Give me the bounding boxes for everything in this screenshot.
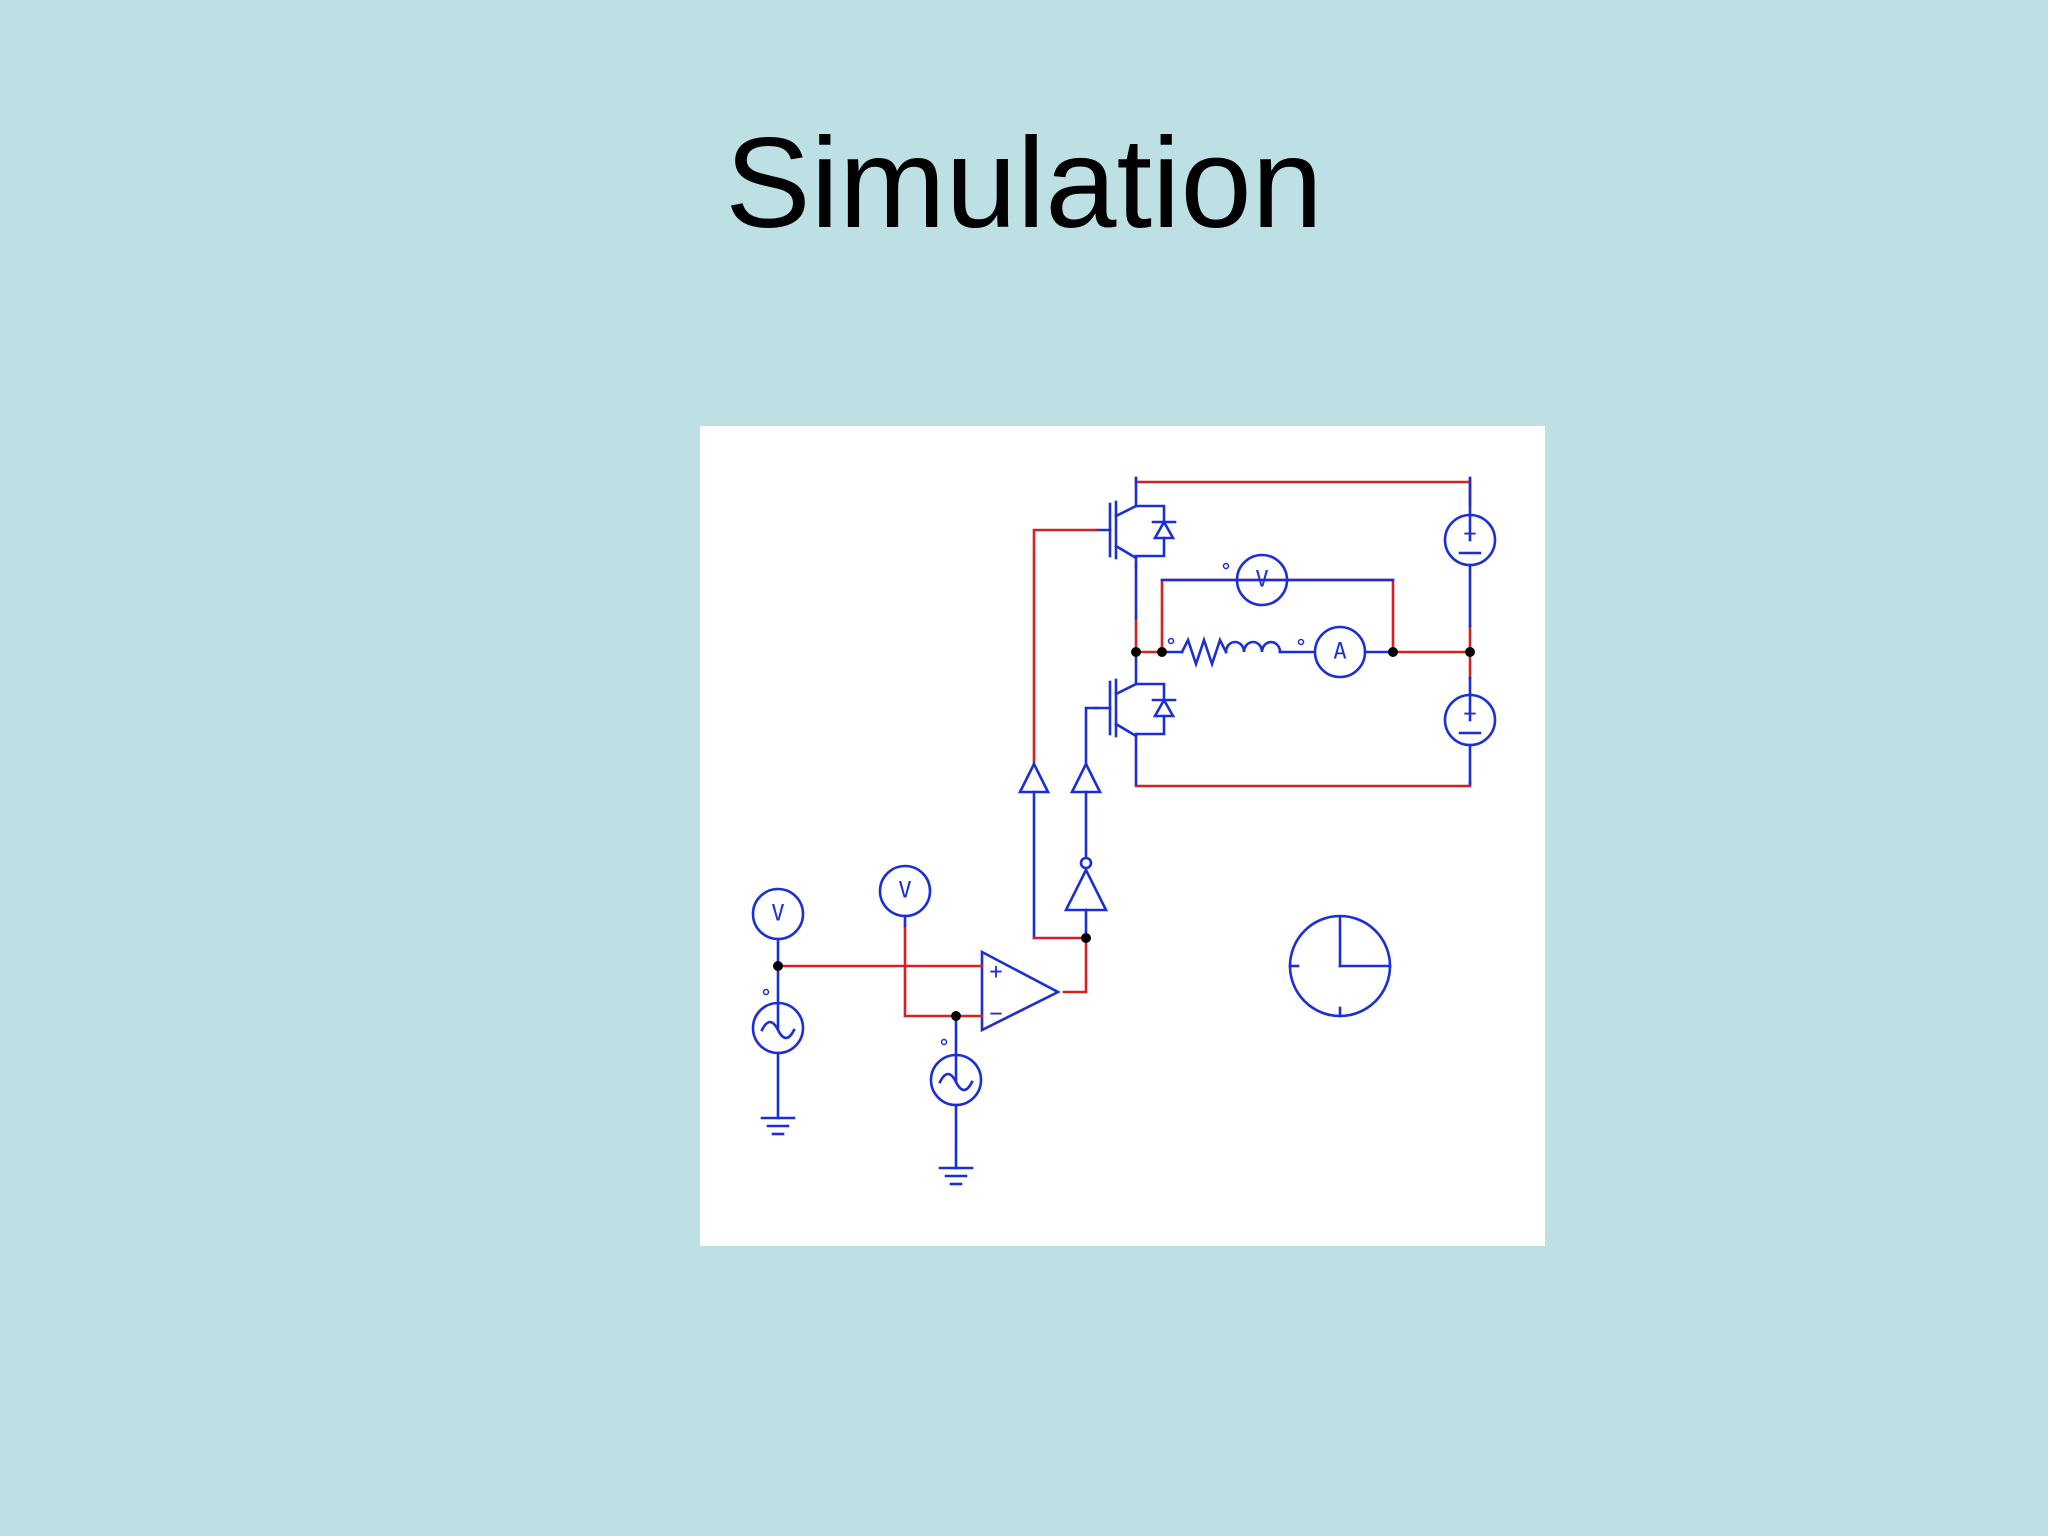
reference-voltmeter-label: V — [771, 902, 784, 927]
carrier-voltmeter-icon: V — [878, 864, 932, 928]
upper-gate-buffer-icon — [1017, 761, 1051, 940]
junction-driver — [1081, 933, 1091, 943]
reference-voltmeter-icon: V — [751, 887, 805, 968]
schematic-panel: A V + + — [700, 426, 1545, 1246]
junction-carrier — [951, 1011, 961, 1021]
carrier-ground-icon — [938, 1166, 974, 1186]
lower-dc-source-icon: + — [1443, 676, 1497, 786]
upper-gate-wire — [1032, 528, 1098, 766]
carrier-signal-wire — [903, 924, 984, 1018]
junction-reference — [773, 961, 783, 971]
circuit-schematic: A V + + — [751, 476, 1497, 1186]
load-voltmeter-label: V — [1255, 568, 1268, 593]
reference-ac-source-icon — [751, 964, 805, 1120]
lower-gate-buffer-icon — [1069, 761, 1103, 860]
reference-ground-icon — [760, 1116, 796, 1136]
comparator-icon: + − — [980, 949, 1061, 1033]
logic-inverter-icon — [1063, 856, 1109, 940]
lower-dc-plus: + — [1463, 702, 1476, 727]
lower-gate-wire — [1084, 706, 1098, 766]
power-stage-wires — [1134, 476, 1472, 788]
upper-dc-plus: + — [1463, 522, 1476, 547]
slide-title: Simulation — [725, 112, 1323, 255]
lower-igbt-icon — [1094, 650, 1177, 786]
carrier-ac-source-icon — [929, 1014, 983, 1170]
load-resistor-inductor-icon — [1160, 635, 1316, 669]
load-voltmeter-icon: V — [1160, 553, 1395, 607]
comparator-minus: − — [989, 1002, 1002, 1027]
junctions-top — [1131, 647, 1475, 657]
comparator-output-wire — [1032, 936, 1088, 994]
load-ammeter-icon: A — [1297, 625, 1395, 679]
simulation-clock-icon — [1288, 914, 1392, 1018]
carrier-voltmeter-label: V — [898, 879, 911, 904]
ammeter-label: A — [1333, 640, 1346, 665]
comparator-plus: + — [989, 960, 1002, 985]
upper-dc-source-icon: + — [1443, 476, 1497, 628]
upper-igbt-icon — [1094, 476, 1177, 620]
